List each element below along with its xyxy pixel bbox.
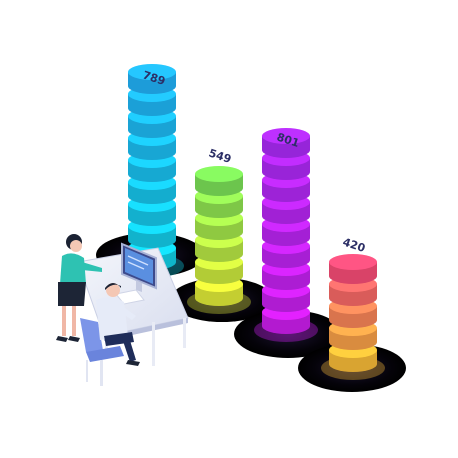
disc-stack: [329, 254, 377, 372]
office-chair: [80, 318, 124, 386]
monitor-line: [127, 255, 149, 266]
base-label: LOP: [239, 354, 263, 372]
disc-top: [195, 166, 243, 182]
disc-top: [329, 254, 377, 270]
seated-person: [96, 283, 140, 366]
disc-stack: [128, 64, 176, 270]
standing-person: [56, 234, 102, 342]
disc-stack: [262, 128, 310, 334]
base-platform: [234, 310, 342, 358]
desk-leg: [183, 318, 186, 348]
disc-top: [128, 64, 176, 80]
value-label: 549: [207, 146, 233, 165]
office-illustration: [56, 234, 189, 386]
monitor-stand: [136, 280, 142, 292]
desk-leg: [152, 322, 155, 366]
disc-top: [262, 128, 310, 144]
value-label: 420: [341, 235, 367, 255]
disc-stack: [195, 166, 243, 306]
monitor-line: [127, 261, 145, 270]
